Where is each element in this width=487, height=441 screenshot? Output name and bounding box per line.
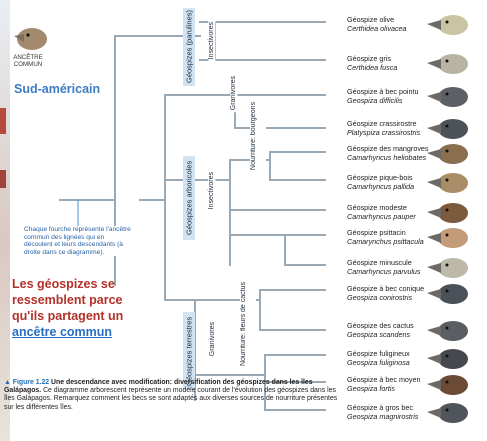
finch-head-icon [425, 169, 471, 195]
diet-label-granivores-2: Granivores [209, 320, 216, 358]
species-scientific-name: Camarhyncus parvulus [347, 268, 421, 277]
species-scientific-name: Camarhyncus pauper [347, 213, 416, 222]
species-scientific-name: Geospiza fortis [347, 385, 421, 394]
species-scientific-name: Geospiza difficilis [347, 97, 419, 106]
diet-label-cactus: Nourriture: fleurs de cactus [240, 280, 256, 368]
species-scientific-name: Geospiza conirostris [347, 294, 424, 303]
finch-head-icon [425, 11, 471, 37]
finch-head-icon [425, 371, 471, 397]
species-scientific-name: Certhidea fusca [347, 64, 397, 73]
diet-label-granivores: Granivores [230, 74, 237, 112]
fork-explanation: Chaque fourche représente l'ancêtre comm… [24, 226, 131, 256]
diet-label-insectivores-2: Insectivores [208, 170, 215, 211]
finch-head-icon [425, 254, 471, 280]
finch-head-icon [425, 50, 471, 76]
species-scientific-name: Platyspiza crassirostris [347, 129, 420, 138]
common-ancestor-claim: Les géospizes se ressemblent parce qu'il… [12, 276, 144, 340]
diet-label-insectivores: Insectivores [208, 20, 215, 61]
figure-body: Ce diagramme arborescent représente un m… [4, 387, 337, 410]
claim-text: Les géospizes se ressemblent parce qu'il… [12, 277, 123, 323]
species-scientific-name: Camarynchus psittacula [347, 238, 424, 247]
ancestor-label: ANCÊTRE COMMUN [8, 54, 48, 68]
finch-head-icon [425, 115, 471, 141]
figure-number: ▲ Figure 1.22 [4, 379, 49, 386]
south-american-overlay: Sud-américain [14, 82, 100, 96]
species-scientific-name: Camarhyncus pallida [347, 183, 414, 192]
species-scientific-name: Geospiza scandens [347, 331, 414, 340]
figure-caption: ▲ Figure 1.22 Une descendance avec modif… [4, 379, 344, 412]
finch-head-icon [425, 317, 471, 343]
finch-head-icon [425, 399, 471, 425]
finch-head-icon [425, 280, 471, 306]
finch-head-icon [425, 224, 471, 250]
finch-head-icon [425, 83, 471, 109]
group-label-arboricoles: Géospizes arboricoles [183, 156, 195, 240]
group-label-parulines: Géospizes (parulines) [183, 8, 195, 86]
finch-head-icon [425, 199, 471, 225]
species-scientific-name: Camarhyncus heliobates [347, 154, 429, 163]
finch-head-icon [425, 140, 471, 166]
species-scientific-name: Certhidea olivacea [347, 25, 407, 34]
diet-label-bourgeons: Nourriture: bourgeons [250, 100, 266, 172]
finch-head-icon [425, 345, 471, 371]
claim-link[interactable]: ancêtre commun [12, 325, 112, 339]
species-scientific-name: Geospiza magnirostris [347, 413, 419, 422]
species-scientific-name: Geospiza fuliginosa [347, 359, 410, 368]
ancestor-bird-icon [12, 22, 52, 52]
